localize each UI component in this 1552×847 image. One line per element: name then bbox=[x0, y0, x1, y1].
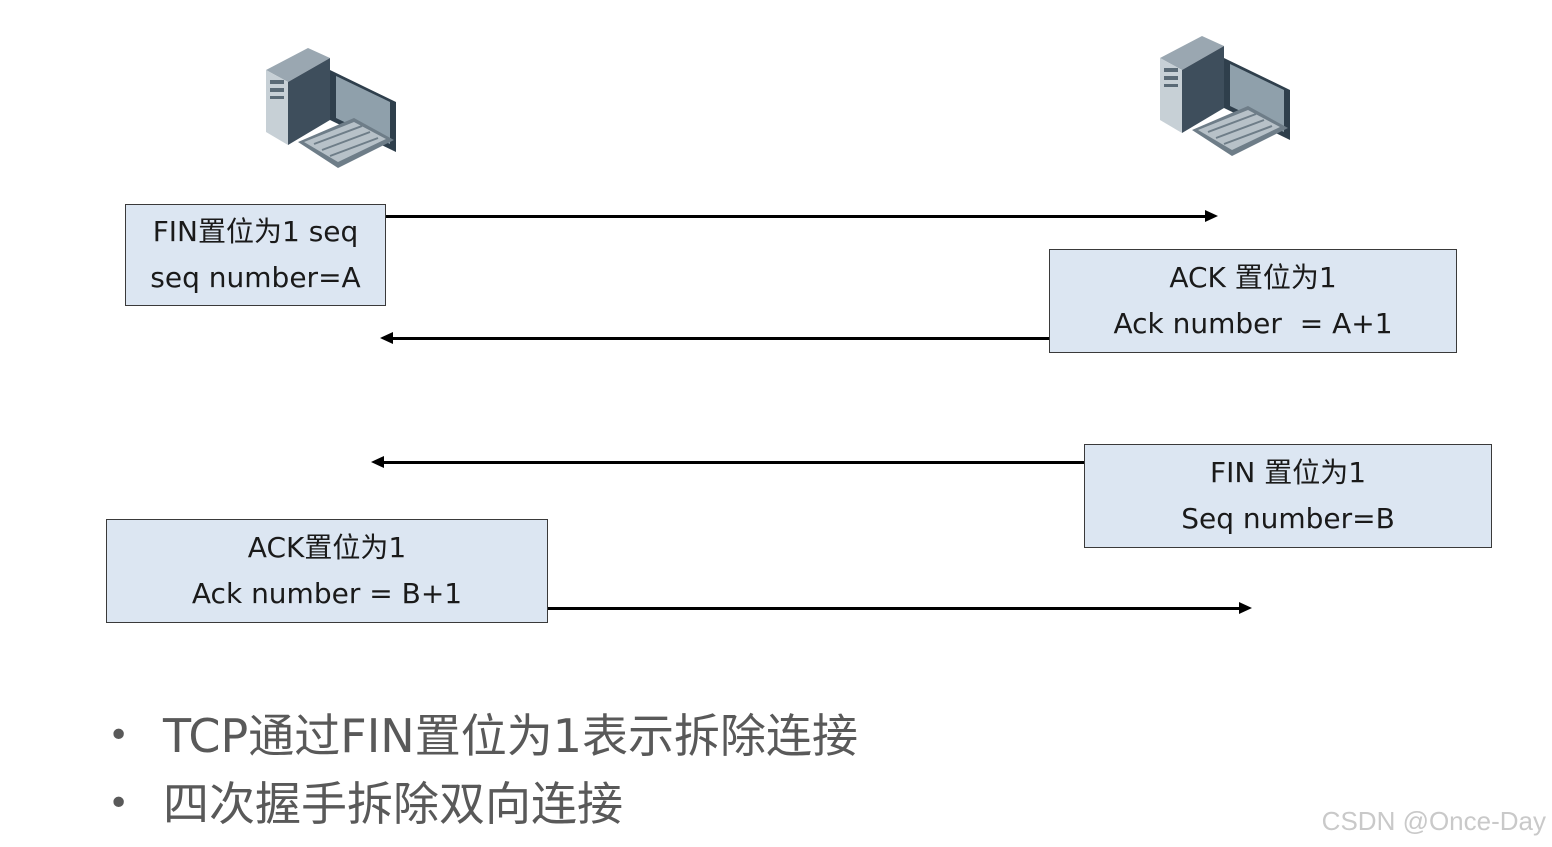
bullet-marker: • bbox=[108, 783, 130, 824]
ack-client-line-1: ACK置位为1 bbox=[247, 531, 407, 564]
bullet-text: TCP通过FIN置位为1表示拆除连接 bbox=[163, 709, 858, 763]
fin-client-line-1: FIN置位为1 seq bbox=[152, 215, 359, 248]
fin-client-line-2: seq number=A bbox=[150, 261, 361, 294]
client-computer-icon bbox=[266, 48, 396, 168]
ack-server-box: ACK 置位为1 Ack number = A+1 bbox=[1049, 249, 1457, 353]
bullet-item: • 四次握手拆除双向连接 bbox=[108, 770, 858, 838]
bullet-item: • TCP通过FIN置位为1表示拆除连接 bbox=[108, 702, 858, 770]
watermark: CSDN @Once-Day bbox=[1321, 806, 1546, 836]
ack-client-arrow bbox=[548, 602, 1252, 614]
server-computer-icon bbox=[1160, 36, 1290, 156]
ack-server-line-2: Ack number = A+1 bbox=[1113, 307, 1393, 340]
ack-server-arrow bbox=[380, 332, 1049, 344]
fin-client-box: FIN置位为1 seq seq number=A bbox=[125, 204, 386, 306]
bullet-list: • TCP通过FIN置位为1表示拆除连接 • 四次握手拆除双向连接 bbox=[108, 702, 858, 838]
ack-client-box: ACK置位为1 Ack number = B+1 bbox=[106, 519, 548, 623]
fin-server-arrow bbox=[371, 456, 1084, 468]
bullet-marker: • bbox=[108, 715, 130, 756]
fin-server-line-2: Seq number=B bbox=[1181, 502, 1395, 535]
bullet-text: 四次握手拆除双向连接 bbox=[163, 777, 623, 831]
ack-client-line-2: Ack number = B+1 bbox=[191, 577, 463, 610]
fin-server-line-1: FIN 置位为1 bbox=[1209, 456, 1367, 489]
ack-server-line-1: ACK 置位为1 bbox=[1169, 261, 1337, 294]
fin-server-box: FIN 置位为1 Seq number=B bbox=[1084, 444, 1492, 548]
fin-client-arrow bbox=[386, 210, 1218, 222]
